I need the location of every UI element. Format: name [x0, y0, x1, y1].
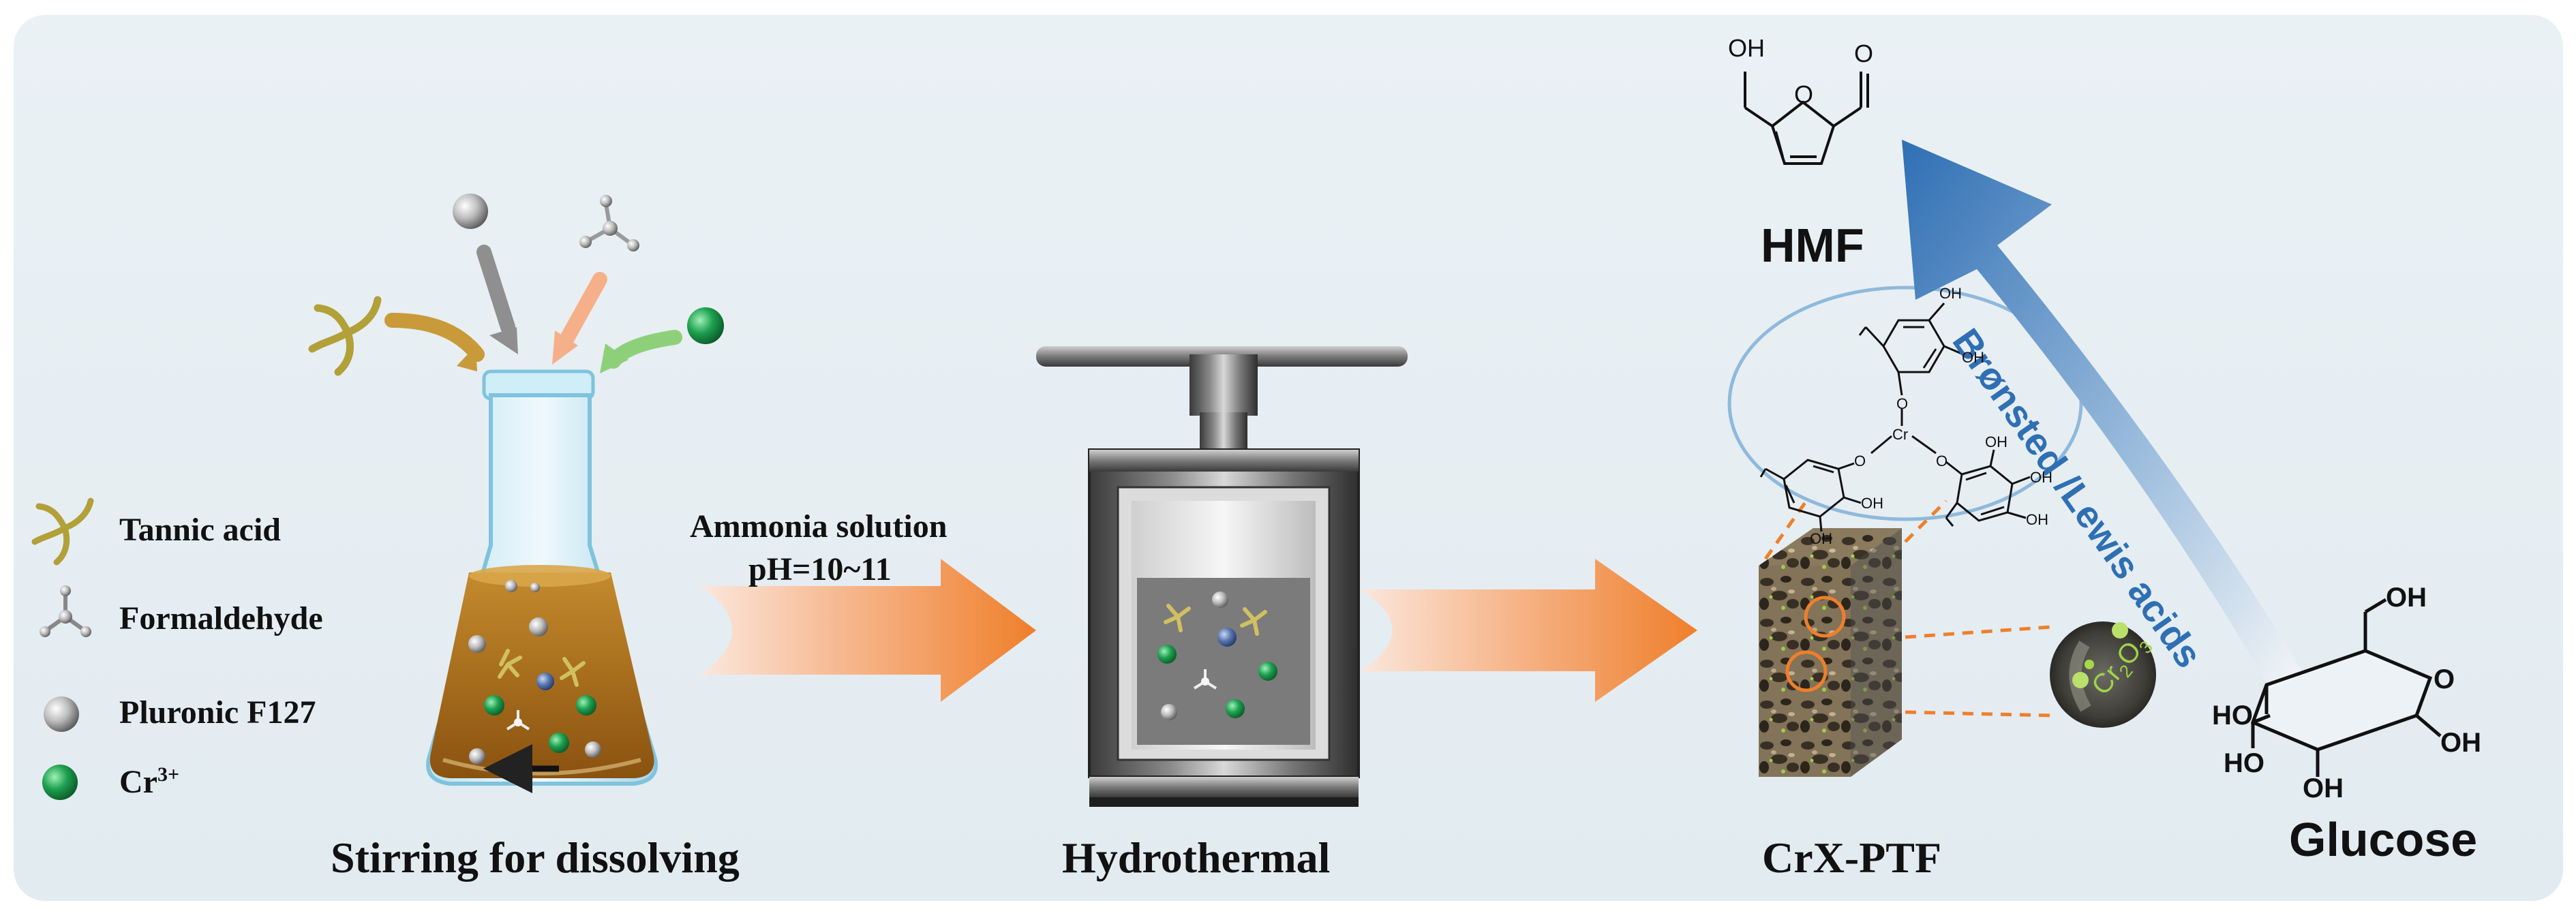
- step-label-flask: Stirring for dissolving: [331, 833, 740, 882]
- atom-label-oh: OH: [1962, 349, 1984, 366]
- legend-label-cr: Cr3+: [119, 763, 179, 801]
- hydrothermal-autoclave: [1036, 346, 1408, 807]
- glucose-structure: [2250, 598, 2442, 777]
- legend-green-sphere-icon: [42, 765, 78, 800]
- glucose-atom-o: O: [2434, 664, 2455, 694]
- feed-arrow-grey: [476, 245, 515, 335]
- cr2o3-particle-zoom: [2050, 621, 2156, 728]
- porous-cube: [1759, 528, 1902, 777]
- glucose-label: Glucose: [2289, 813, 2478, 866]
- process-arrow-1: [701, 559, 1036, 702]
- legend-label-formaldehyde: Formaldehyde: [119, 600, 323, 636]
- feed-tannic-acid-icon: [308, 296, 382, 376]
- atom-label-o: O: [1896, 395, 1909, 412]
- catalysis-arrow: [1902, 140, 2304, 688]
- glucose-atom-oh: OH: [2303, 773, 2344, 803]
- feed-arrow-formaldehyde: [558, 272, 607, 348]
- pore-highlight-circle: [1804, 596, 1846, 638]
- atom-label-oh: OH: [2026, 511, 2048, 528]
- cr-tannin-structure: [1759, 303, 2031, 532]
- atom-label-cr: Cr: [1892, 426, 1909, 443]
- arrow-label-ammonia: Ammonia solution: [690, 508, 948, 544]
- arrow-label-ph: pH=10~11: [748, 551, 892, 587]
- feed-grey-sphere-icon: [453, 194, 488, 229]
- cr-coordination-ellipse: [1727, 286, 2083, 521]
- glucose-atom-oh: OH: [2386, 583, 2427, 613]
- hmf-atom-o: O: [1794, 80, 1814, 108]
- legend-tannic-acid-icon: [31, 497, 94, 566]
- glucose-atom-oh: OH: [2440, 728, 2481, 758]
- legend-label-pluronic: Pluronic F127: [119, 694, 316, 731]
- atom-label-o: O: [1936, 452, 1948, 470]
- erlenmeyer-flask: [426, 369, 658, 793]
- feed-formaldehyde-icon: [579, 195, 639, 251]
- feed-green-sphere-icon: [687, 307, 724, 344]
- hmf-label: HMF: [1761, 219, 1864, 272]
- atom-label-oh: OH: [1810, 530, 1832, 547]
- pore-highlight-circle: [1785, 650, 1828, 692]
- glucose-atom-ho: HO: [2212, 701, 2253, 731]
- legend-cr-charge: 3+: [157, 763, 180, 786]
- step-label-product: CrX-PTF: [1762, 833, 1942, 882]
- legend-label-tannic-acid: Tannic acid: [119, 512, 281, 548]
- hmf-structure: [1744, 72, 1869, 165]
- atom-label-oh: OH: [1861, 495, 1883, 512]
- atom-label-oh: OH: [2030, 469, 2052, 486]
- glucose-atom-ho: HO: [2224, 748, 2264, 778]
- atom-label-oh: OH: [1939, 285, 1962, 302]
- atom-label-oh: OH: [1985, 433, 2007, 450]
- legend-grey-sphere-icon: [44, 696, 79, 732]
- step-label-reactor: Hydrothermal: [1062, 833, 1331, 882]
- hmf-atom-oh: OH: [1728, 34, 1765, 62]
- hmf-atom-aldehyde-o: O: [1854, 40, 1874, 67]
- feed-arrow-tannic: [384, 313, 485, 362]
- legend-formaldehyde-icon: [40, 585, 91, 637]
- legend-cr-text: Cr: [119, 764, 157, 800]
- process-arrow-2: [1360, 559, 1697, 702]
- atom-label-o: O: [1854, 452, 1866, 470]
